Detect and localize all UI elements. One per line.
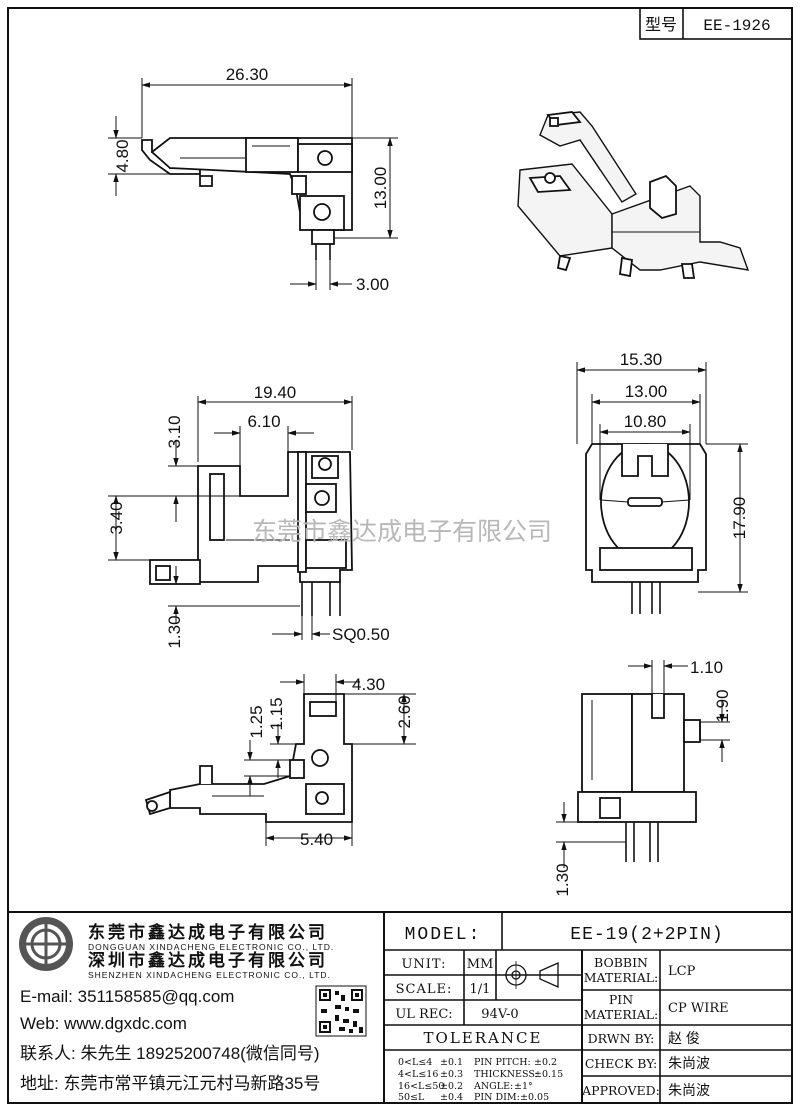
company-name-dg: 东莞市鑫达成电子有限公司 [88, 922, 328, 942]
tb-ul-value: 94V-0 [481, 1007, 518, 1022]
dim-detail-h2: 1.30 [553, 863, 572, 896]
company-en-sz: SHENZHEN XINDACHENG ELECTRONIC CO., LTD. [88, 970, 331, 980]
tol-key-4: PIN DIM: [474, 1092, 520, 1103]
tol-value-3: ±0.2 [440, 1081, 463, 1092]
dim-top-pin-length: 3.00 [356, 275, 389, 294]
dim-bottom-h1: 2.60 [395, 695, 414, 728]
tol-key-3: ANGLE: [473, 1081, 513, 1092]
tb-bobbin-label-1: BOBBIN [594, 955, 648, 970]
dim-front-h1: 3.10 [165, 415, 184, 448]
dim-side-w1: 15.30 [620, 350, 663, 369]
tolerance-table: 0<L≤4 ±0.1 PIN PITCH: ±0.2 4<L≤16 ±0.3 T… [398, 1057, 563, 1103]
front-view [149, 451, 353, 616]
tol-value-2: ±0.3 [440, 1069, 463, 1080]
company-block: 东莞市鑫达成电子有限公司 DONGGUAN XINDACHENG ELECTRO… [19, 917, 367, 1093]
company-logo [19, 917, 73, 971]
bottom-view-dimensions: 4.30 2.60 1.25 1.15 5.40 [244, 674, 416, 849]
top-view [141, 137, 353, 260]
detail-view [577, 693, 701, 862]
dim-detail-w1: 1.10 [690, 658, 723, 677]
header-model-value: EE-1926 [703, 17, 770, 35]
dim-side-height: 17.90 [730, 497, 749, 540]
tb-pin-label-1: PIN [609, 992, 633, 1007]
dim-front-w2: 6.10 [247, 412, 280, 431]
tol-range-2: 4<L≤16 [398, 1069, 438, 1080]
tol-val-4: ±0.05 [520, 1092, 549, 1103]
dim-detail-h1: 1.90 [713, 689, 732, 722]
header-model-label: 型号 [645, 16, 677, 34]
tb-approved-value: 朱尚波 [668, 1082, 710, 1098]
dim-side-w3: 10.80 [624, 412, 667, 431]
isometric-view [517, 111, 750, 279]
company-contact: 联系人: 朱先生 18925200748(微信同号) [20, 1044, 320, 1063]
tol-val-2: ±0.15 [534, 1069, 563, 1080]
dim-front-pin-square: SQ0.50 [332, 625, 390, 644]
side-view [585, 443, 707, 614]
side-view-dimensions: 15.30 13.00 10.80 17.90 [576, 350, 749, 593]
tb-bobbin-value: LCP [668, 964, 696, 979]
tb-model-value: EE-19(2+2PIN) [570, 925, 723, 945]
company-web[interactable]: Web: www.dgxdc.com [20, 1014, 187, 1033]
tol-val-3: ±1° [514, 1081, 533, 1092]
dim-bottom-h2: 1.25 [247, 705, 266, 738]
tol-val-1: ±0.2 [534, 1057, 557, 1068]
tb-bobbin-label-2: MATERIAL: [584, 970, 659, 985]
dim-top-left-height: 4.80 [113, 139, 132, 172]
tb-drawn-label: DRWN BY: [588, 1031, 655, 1046]
tb-ul-label: UL REC: [395, 1007, 452, 1022]
tb-scale-value: 1/1 [470, 982, 491, 997]
company-email[interactable]: E-mail: 351158585@qq.com [20, 987, 234, 1006]
dim-side-w2: 13.00 [625, 382, 668, 401]
company-en-dg: DONGGUAN XINDACHENG ELECTRONIC CO., LTD. [88, 942, 334, 952]
company-address: 地址: 东莞市常平镇元江元村马新路35号 [20, 1074, 320, 1093]
sheet-border [7, 7, 793, 1104]
tb-check-label: CHECK BY: [585, 1056, 657, 1071]
tol-range-3: 16<L≤50 [398, 1081, 444, 1092]
projection-symbol-icon [502, 961, 564, 989]
tb-unit-value: MM [467, 957, 494, 972]
tb-tolerance-label: TOLERANCE [424, 1029, 543, 1047]
tol-range-4: 50≤L [398, 1092, 425, 1103]
dim-front-pin-length: 1.30 [165, 615, 184, 648]
detail-view-dimensions: 1.10 1.90 1.30 [553, 658, 732, 897]
dim-top-right-height: 13.00 [371, 167, 390, 210]
dim-bottom-w1: 4.30 [352, 675, 385, 694]
tol-value-1: ±0.1 [440, 1057, 463, 1068]
dim-bottom-h3: 1.15 [267, 697, 286, 730]
header-model-box: 型号 EE-1926 [639, 7, 793, 40]
tb-unit-label: UNIT: [401, 957, 446, 972]
tb-scale-label: SCALE: [396, 982, 453, 997]
dim-bottom-w2: 5.40 [300, 830, 333, 849]
dim-top-width: 26.30 [226, 65, 269, 84]
watermark: 东莞市鑫达成电子有限公司 [252, 518, 552, 546]
title-block: MODEL: EE-19(2+2PIN) UNIT: MM SCALE: 1/1… [383, 912, 792, 1103]
qr-code [315, 985, 367, 1037]
dim-front-width: 19.40 [254, 383, 297, 402]
tol-value-4: ±0.4 [440, 1092, 463, 1103]
tb-pin-value: CP WIRE [668, 1001, 729, 1016]
tb-check-value: 朱尚波 [668, 1055, 710, 1071]
top-view-dimensions: 26.30 4.80 13.00 3.00 [108, 65, 398, 294]
tb-pin-label-2: MATERIAL: [584, 1007, 659, 1022]
company-name-sz: 深圳市鑫达成电子有限公司 [88, 950, 328, 970]
tol-key-1: PIN PITCH: [474, 1057, 531, 1068]
front-view-dimensions: 19.40 6.10 3.10 3.40 1.30 SQ0.50 [107, 383, 390, 649]
tol-key-2: THICKNESS: [474, 1069, 538, 1080]
tb-approved-label: APPROVED: [581, 1083, 660, 1098]
tb-drawn-value: 赵 俊 [668, 1030, 700, 1046]
tol-range-1: 0<L≤4 [398, 1057, 432, 1068]
tb-model-label: MODEL: [405, 925, 482, 945]
dim-front-h2: 3.40 [107, 501, 126, 534]
